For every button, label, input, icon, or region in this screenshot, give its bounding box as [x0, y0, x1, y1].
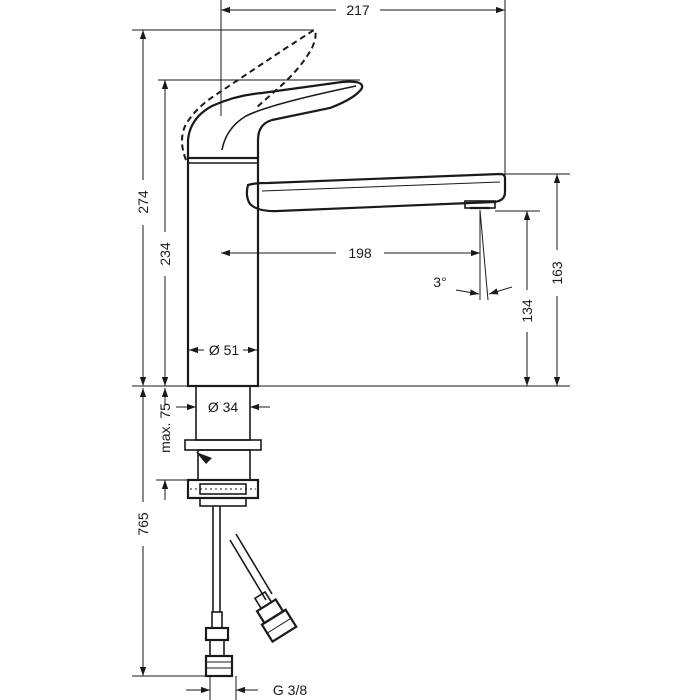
faucet-outline: [181, 28, 507, 388]
clamp-block: [197, 449, 251, 481]
fitting-right-hex: [260, 608, 298, 644]
base-plate: [199, 497, 247, 507]
dim-75-label: max. 75: [157, 403, 173, 453]
fitting-left-ferrule: [211, 611, 223, 629]
dim-198-label: 198: [348, 245, 372, 261]
supply-hoses: [204, 506, 298, 678]
dim-274-label: 274: [135, 190, 151, 214]
fitting-left-neck: [209, 639, 225, 657]
faucet-lever: [186, 80, 364, 158]
dim-34-label: Ø 34: [208, 399, 239, 415]
dim-134-label: 134: [519, 299, 535, 323]
dimension-lines: 217 274 234 198 3° 163 134: [132, 0, 570, 700]
faucet-lever-open: [181, 28, 317, 161]
dim-3deg-label: 3°: [433, 274, 446, 290]
fitting-right-thread: [266, 617, 292, 634]
fitting-right: [253, 590, 298, 644]
spray-angle-line: [479, 209, 489, 301]
fitting-left-hex: [204, 654, 234, 678]
spout-edge-line: [261, 181, 501, 192]
hose-right-b: [235, 533, 273, 595]
clamp-wedge: [196, 452, 212, 464]
dim-765-label: 765: [135, 512, 151, 536]
mounting-plate: [184, 439, 262, 451]
lever-inner-line: [221, 85, 357, 151]
dim-3deg-arrow-right: [488, 286, 513, 295]
mounting-assembly: [184, 385, 262, 507]
dim-g38-label: G 3/8: [273, 682, 307, 698]
dim-234-label: 234: [157, 242, 173, 266]
mounting-nut: [186, 478, 260, 500]
dim-51-label: Ø 51: [209, 342, 240, 358]
dim-163-label: 163: [549, 261, 565, 285]
faucet-spout: [245, 172, 507, 213]
dim-3deg-arrow-left: [455, 289, 480, 296]
hose-right-a: [229, 539, 267, 601]
dim-217-label: 217: [346, 2, 370, 18]
fitting-left-nut: [204, 626, 230, 642]
